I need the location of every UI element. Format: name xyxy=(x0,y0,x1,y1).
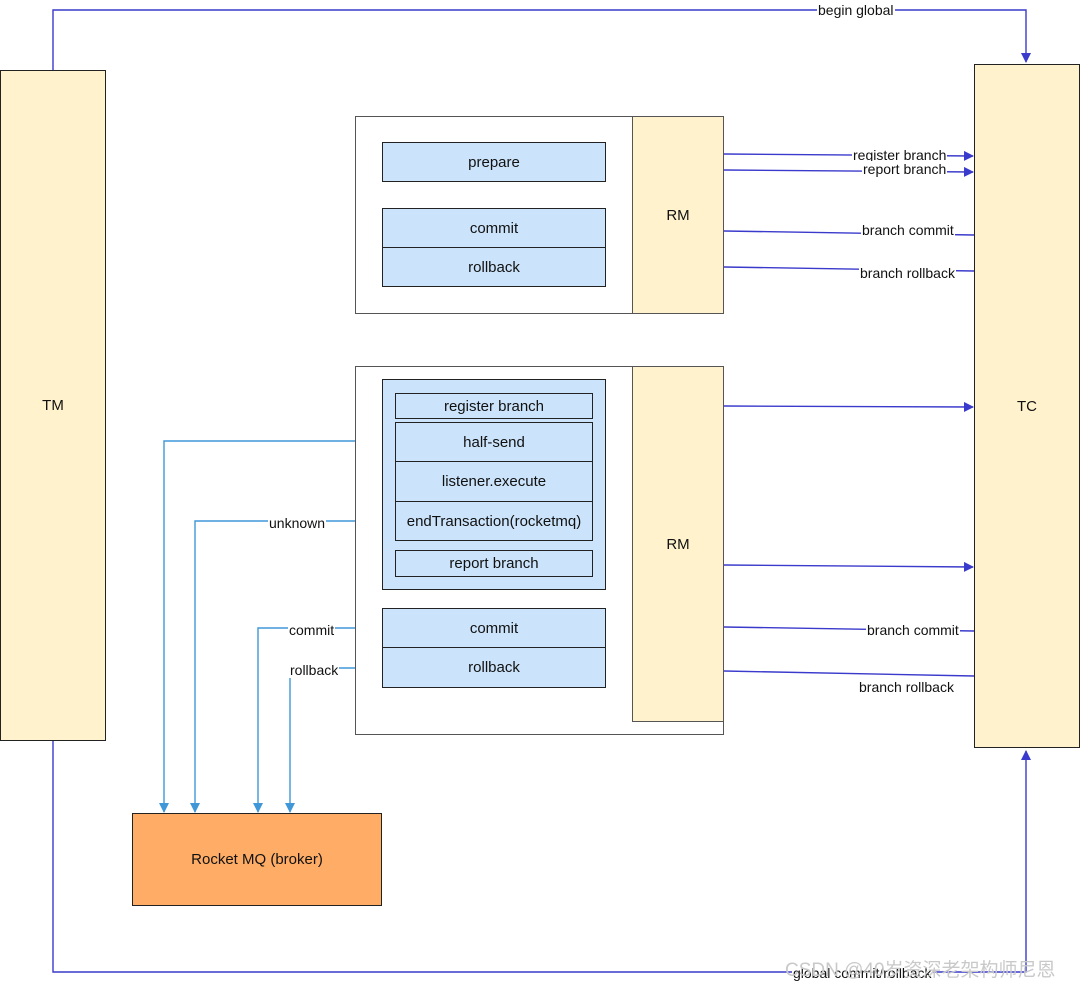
global-commit-rollback-label: global commit/rollback xyxy=(792,965,933,981)
rocketmq-broker-label: Rocket MQ (broker) xyxy=(191,851,323,868)
commit-label-bottom: commit xyxy=(469,619,519,637)
prepare-label: prepare xyxy=(468,153,520,171)
end-transaction-node: endTransaction(rocketmq) xyxy=(395,501,593,541)
half-send-label: half-send xyxy=(463,433,525,451)
register-branch-edge-label: register branch xyxy=(852,147,948,163)
report-branch-edge-label: report branch xyxy=(862,161,948,177)
global-commit-rollback-edge xyxy=(52,741,1031,973)
prepare-node: prepare xyxy=(382,142,606,182)
watermark-text: CSDN @40岁资深老架构师尼恩 xyxy=(785,960,1056,981)
commit-node-bottom: commit xyxy=(382,608,606,648)
tc-label: TC xyxy=(1017,397,1037,415)
rm-node-bottom: RM xyxy=(632,366,724,722)
rm-node-top: RM xyxy=(632,116,724,314)
begin-global-edge xyxy=(52,9,1031,70)
unknown-edge xyxy=(190,520,395,813)
commit-label-top: commit xyxy=(469,219,519,237)
commit-mq-edge xyxy=(253,627,382,813)
branch-commit-edge-label-bottom: branch commit xyxy=(866,622,960,638)
tc-node: TC xyxy=(974,64,1080,748)
half-send-node: half-send xyxy=(395,422,593,462)
rollback-node-bottom: rollback xyxy=(382,647,606,688)
rollback-node-top: rollback xyxy=(382,247,606,287)
half-send-edge xyxy=(159,440,395,813)
rollback-label-bottom: rollback xyxy=(468,659,520,676)
report-branch-label: report branch xyxy=(449,555,539,572)
register-branch-label: register branch xyxy=(443,397,545,415)
unknown-edge-label: unknown xyxy=(268,515,327,531)
branch-rollback-edge-label-top: branch rollback xyxy=(859,265,956,281)
listener-execute-label: listener.execute xyxy=(441,473,547,490)
rm-label-top: RM xyxy=(666,206,690,224)
end-transaction-label: endTransaction(rocketmq) xyxy=(406,512,582,530)
commit-edge-label: commit xyxy=(288,622,336,638)
rollback-edge-label: rollback xyxy=(289,662,340,678)
tm-label: TM xyxy=(42,397,64,414)
register-branch-node: register branch xyxy=(395,393,593,419)
branch-rollback-edge-label-bottom: branch rollback xyxy=(858,679,955,695)
rm-label-bottom: RM xyxy=(666,535,690,553)
listener-execute-node: listener.execute xyxy=(395,461,593,502)
rollback-label-top: rollback xyxy=(468,258,520,276)
rocketmq-broker-node: Rocket MQ (broker) xyxy=(132,813,382,906)
branch-commit-edge-label-top: branch commit xyxy=(861,222,955,238)
begin-global-label: begin global xyxy=(817,2,895,18)
report-branch-node: report branch xyxy=(395,550,593,577)
tm-node: TM xyxy=(0,70,106,741)
commit-node-top: commit xyxy=(382,208,606,248)
